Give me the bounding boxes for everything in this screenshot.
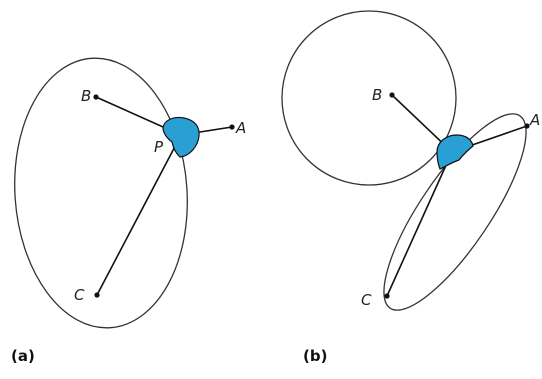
panel-a-label-c: C bbox=[74, 286, 85, 304]
panel-a-ray-pc bbox=[96, 134, 182, 296]
panel-b-point-b bbox=[389, 92, 395, 98]
panel-b-highlight-region bbox=[436, 134, 474, 170]
panel-b-label-b: B bbox=[372, 86, 382, 104]
panel-a: B A P C (a) bbox=[11, 57, 246, 365]
panel-a-caption: (a) bbox=[11, 347, 35, 365]
panel-b-circle bbox=[281, 10, 457, 186]
panel-b-label-c: C bbox=[361, 291, 372, 309]
panel-b-point-a bbox=[524, 123, 530, 129]
panel-a-label-b: B bbox=[81, 87, 91, 105]
panel-b-ellipse bbox=[383, 113, 527, 311]
panel-b-ray-pc bbox=[386, 151, 453, 297]
panel-b-caption: (b) bbox=[303, 347, 327, 365]
panel-b-label-a: A bbox=[529, 111, 540, 129]
panel-b-point-c bbox=[384, 293, 390, 299]
panel-a-highlight-region bbox=[162, 116, 200, 158]
panel-a-label-a: A bbox=[235, 119, 246, 137]
panel-a-ellipse bbox=[14, 57, 188, 329]
panel-a-point-b bbox=[93, 94, 99, 100]
panel-a-point-c bbox=[94, 292, 100, 298]
panel-a-point-a bbox=[229, 124, 235, 130]
panel-b: B A C (b) bbox=[281, 10, 540, 365]
panel-a-label-p: P bbox=[154, 138, 164, 156]
